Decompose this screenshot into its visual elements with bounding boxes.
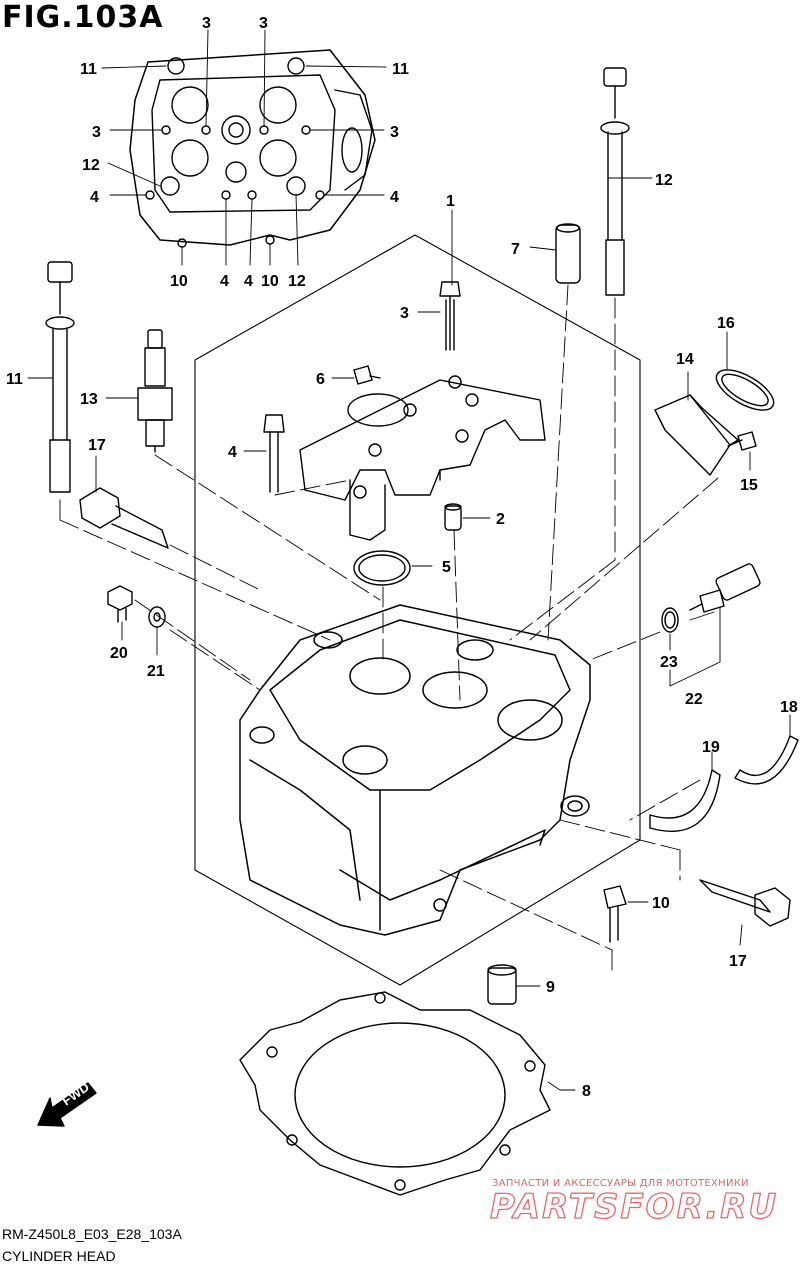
callout-20: 20: [110, 645, 128, 662]
callout-18: 18: [780, 699, 798, 716]
bolt-6: [353, 365, 381, 385]
callout-10: 10: [652, 895, 670, 912]
dowel-9: [487, 964, 517, 1005]
callout-3: 3: [390, 124, 399, 141]
callout-4: 4: [244, 273, 253, 290]
head-top-view: [101, 29, 387, 266]
sensor-gasket-inner: [664, 611, 676, 629]
callout-12: 12: [82, 157, 100, 174]
callout-6: 6: [316, 371, 325, 388]
callout-22: 22: [685, 691, 703, 708]
flange-bolt-17-right: [699, 879, 791, 927]
callout-23: 23: [660, 654, 678, 671]
callout-19: 19: [702, 739, 720, 756]
flange-bolt-17-left: [79, 487, 169, 549]
callout-4: 4: [228, 444, 237, 461]
intake-clamp: [715, 369, 775, 411]
callout-12: 12: [288, 273, 306, 290]
callout-17: 17: [88, 437, 106, 454]
callout-11: 11: [392, 61, 409, 78]
callout-8: 8: [582, 1083, 591, 1100]
dowel-pin: [444, 503, 462, 531]
clip-19: [649, 769, 721, 833]
callout-3: 3: [400, 305, 409, 322]
callout-5: 5: [442, 559, 451, 576]
callout-17: 17: [729, 953, 747, 970]
clamp-bolt-15: [727, 431, 757, 451]
callout-16: 16: [717, 315, 735, 332]
sensor-gasket: [661, 607, 679, 633]
fwd-arrow: [37, 1082, 97, 1127]
dashed-assembly-lines: [59, 284, 719, 971]
bolt-20: [107, 585, 133, 623]
figure-title: FIG.103A: [2, 0, 164, 35]
callout-15: 15: [740, 477, 758, 494]
callout-21: 21: [147, 663, 165, 680]
callout-4: 4: [390, 189, 399, 206]
callout-3: 3: [259, 15, 268, 32]
stud-bolt-11: [45, 261, 75, 493]
callout-1: 1: [446, 193, 455, 210]
temperature-sensor: [689, 563, 761, 613]
callout-10: 10: [170, 273, 188, 290]
bolt-4: [263, 414, 285, 493]
cylinder-head-body: [239, 604, 591, 936]
bolt-10: [603, 885, 627, 943]
callout-2: 2: [496, 511, 505, 528]
valve-tappet: [555, 223, 581, 284]
callout-3: 3: [202, 15, 211, 32]
callout-4: 4: [90, 189, 99, 206]
clip-18: [734, 735, 799, 785]
head-gasket: [239, 991, 551, 1196]
stud-bolt-12: [600, 67, 630, 296]
bolt-3: [439, 281, 461, 351]
figure-name: CYLINDER HEAD: [2, 1248, 116, 1264]
figure-code: RM-Z450L8_E03_E28_103A: [2, 1226, 182, 1242]
watermark-logo: PARTSFOR.RU: [490, 1187, 778, 1227]
callout-14: 14: [676, 351, 694, 368]
camshaft-holder: [299, 375, 546, 541]
washer-21: [148, 606, 166, 628]
callout-3: 3: [92, 124, 101, 141]
callout-11: 11: [80, 61, 97, 78]
callout-4: 4: [220, 273, 229, 290]
leader-lines: [27, 177, 791, 1091]
callout-7: 7: [511, 241, 520, 258]
callout-10: 10: [261, 273, 279, 290]
spark-plug: [137, 329, 173, 453]
intake-pipe: [654, 394, 739, 476]
callout-12: 12: [655, 172, 673, 189]
o-ring-inner: [358, 554, 406, 582]
callout-labels: 11 11 3 3 3 3 12 4 4 10 4 4 10 12 1 7 12…: [6, 15, 798, 1100]
watermark-subtitle: ЗАПЧАСТИ И АКСЕССУАРЫ ДЛЯ МОТОТЕХНИКИ: [492, 1178, 749, 1189]
callout-13: 13: [80, 391, 98, 408]
o-ring: [353, 550, 411, 586]
callout-9: 9: [546, 979, 555, 996]
callout-11: 11: [6, 371, 23, 388]
